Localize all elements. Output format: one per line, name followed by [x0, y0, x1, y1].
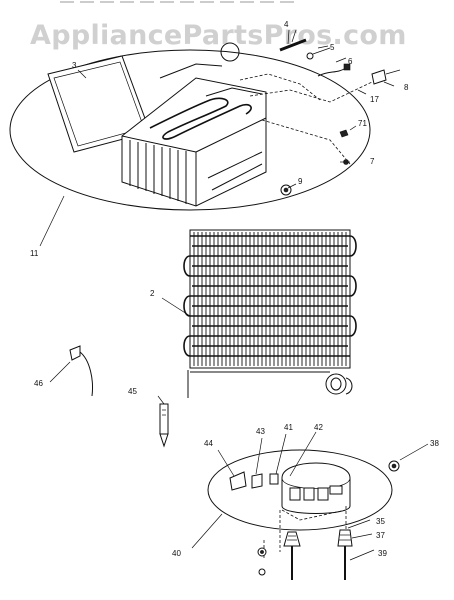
part-43-relay [251, 473, 263, 489]
part-9-grommet [280, 184, 292, 196]
evaporator-group-ellipse [9, 49, 371, 211]
callout-38: 38 [430, 439, 439, 448]
part-39-bolt [291, 546, 346, 580]
callout-71: 71 [358, 119, 367, 128]
part-5-clip [306, 47, 331, 60]
callout-5: 5 [330, 43, 335, 52]
part-46-cord-clip [69, 345, 93, 397]
evaporator-assembly [9, 29, 401, 211]
part-evaporator-box [121, 77, 267, 207]
part-42-compressor [281, 462, 351, 514]
callout-46: 46 [34, 379, 43, 388]
part-45-drain-tube [159, 403, 169, 448]
part-37-grommet [337, 529, 353, 547]
watermark-text: AppliancePartsPros.com [30, 20, 407, 51]
compressor-assembly [207, 449, 400, 580]
callout-labels: 4 5 6 3 8 17 71 7 9 11 2 46 45 43 41 42 … [30, 20, 439, 558]
callout-44: 44 [204, 439, 213, 448]
part-2-condenser-coil [183, 229, 357, 369]
callout-42: 42 [314, 423, 323, 432]
condenser-fitting [325, 373, 353, 395]
callout-45: 45 [128, 387, 137, 396]
callout-40: 40 [172, 549, 181, 558]
callout-4: 4 [284, 20, 289, 29]
callout-9: 9 [298, 177, 303, 186]
part-44-overload [229, 471, 247, 491]
washer [257, 547, 267, 576]
callout-11: 11 [30, 249, 39, 258]
callout-41: 41 [284, 423, 293, 432]
callout-43: 43 [256, 427, 265, 436]
callout-17: 17 [370, 95, 379, 104]
condenser-assembly [183, 229, 357, 398]
part-41-terminal-cover [269, 473, 279, 485]
part-38-grommet [388, 460, 400, 472]
leader-lines [39, 29, 429, 561]
callout-3: 3 [72, 61, 77, 70]
part-6-harness [317, 63, 351, 77]
callout-8: 8 [404, 83, 409, 92]
condenser-wire-grid [193, 232, 347, 366]
callout-6: 6 [348, 57, 353, 66]
callout-39: 39 [378, 549, 387, 558]
callout-7: 7 [370, 157, 375, 166]
part-71-screw [339, 129, 349, 138]
evaporator-fins [129, 140, 187, 204]
compressor-group-ellipse [207, 449, 393, 531]
part-8-bracket [371, 69, 401, 85]
callout-2: 2 [150, 289, 155, 298]
part-4-tube [279, 29, 307, 52]
callout-35: 35 [376, 517, 385, 526]
callout-37: 37 [376, 531, 385, 540]
part-35-grommet [283, 531, 301, 547]
